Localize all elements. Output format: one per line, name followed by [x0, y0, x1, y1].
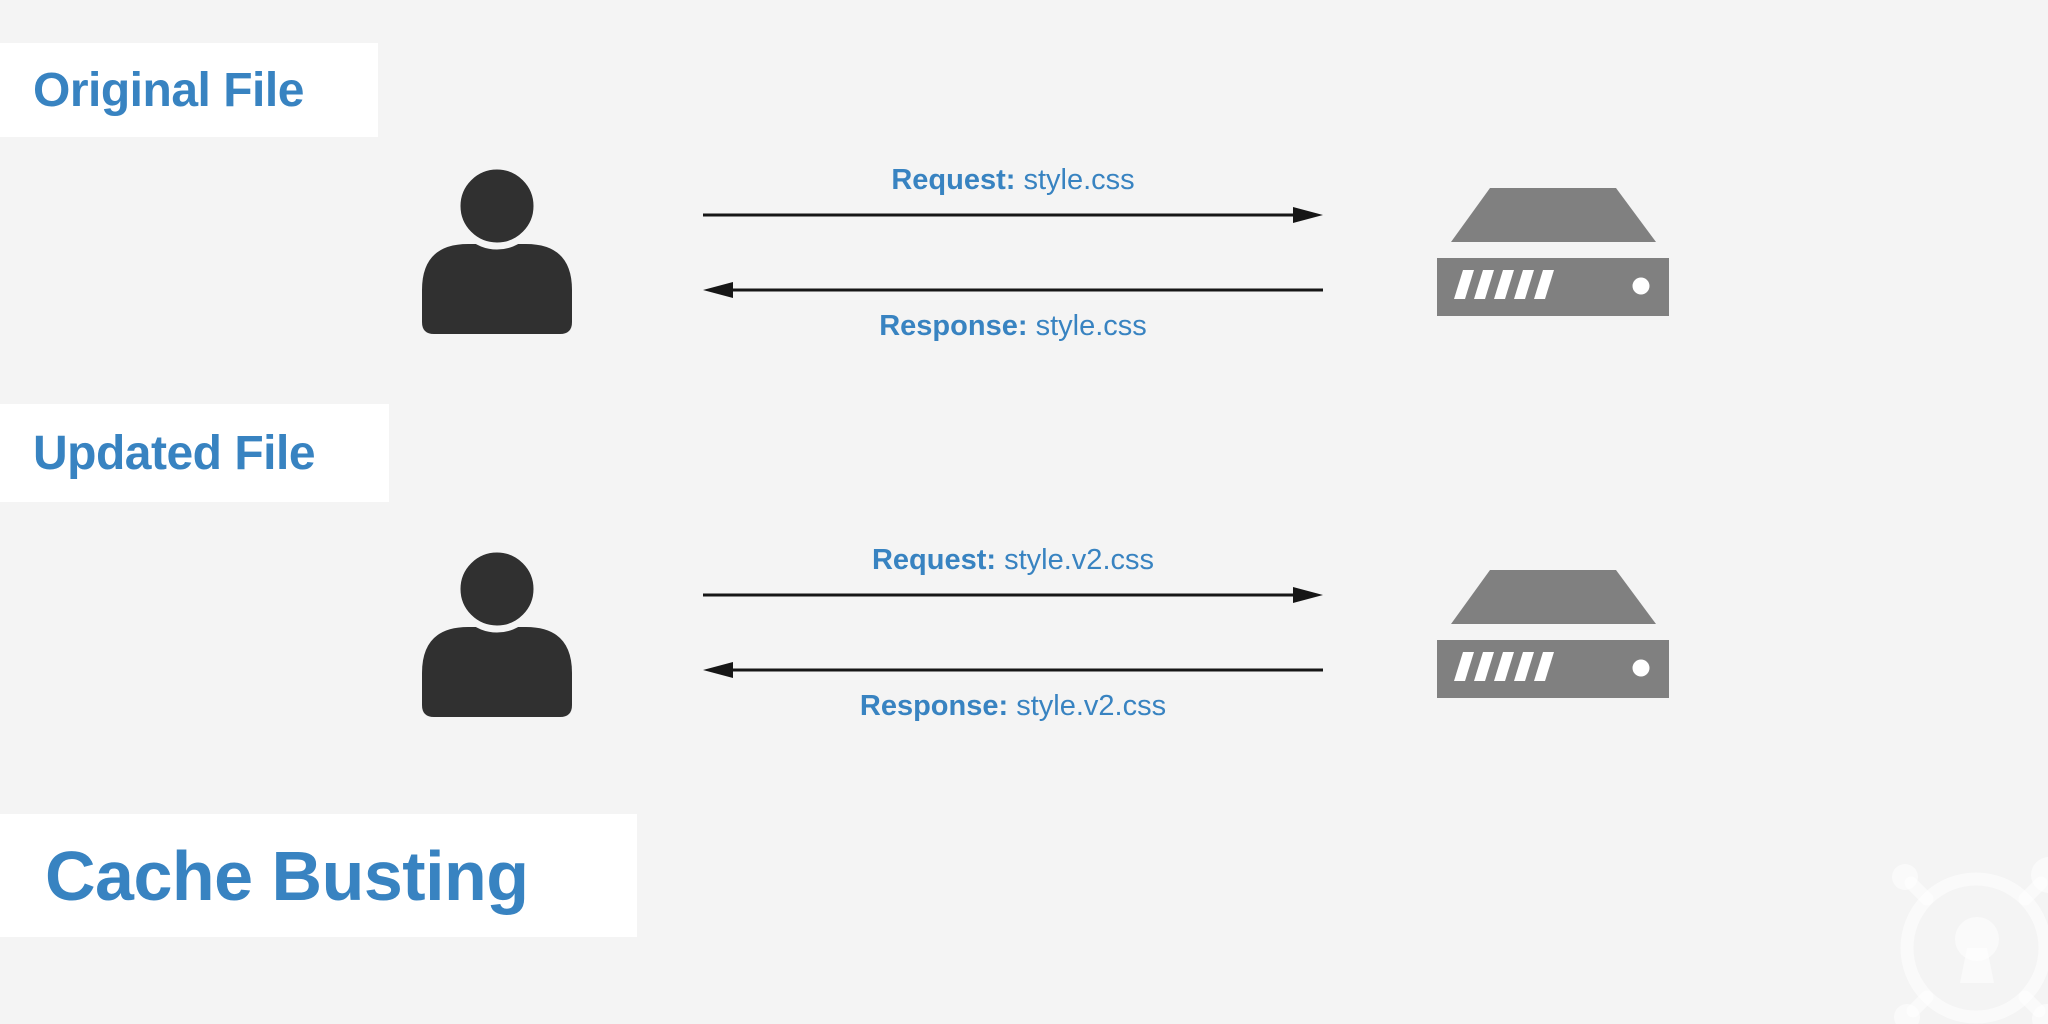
request-filename: style.v2.css — [1004, 543, 1154, 576]
arrow-left-icon — [703, 280, 1323, 300]
response-filename: style.css — [1035, 309, 1147, 342]
user-icon — [415, 543, 579, 721]
section-header-original-file: Original File — [0, 43, 378, 137]
arrow-right-icon — [703, 205, 1323, 225]
diagram-title: Cache Busting — [45, 836, 529, 915]
arrow-right-icon — [703, 585, 1323, 605]
response-filename: style.v2.css — [1016, 689, 1167, 722]
response-prefix: Response: — [879, 309, 1036, 342]
response-prefix: Response: — [859, 689, 1017, 722]
section-title: Updated File — [33, 426, 316, 480]
response-label: Response: style.css — [703, 304, 1323, 348]
request-label: Request: style.css — [703, 158, 1323, 202]
response-label: Response: style.v2.css — [703, 684, 1323, 728]
server-icon — [1437, 570, 1669, 698]
request-prefix: Request: — [871, 543, 1005, 576]
server-icon — [1437, 188, 1669, 316]
user-icon — [415, 160, 579, 338]
lock-bug-icon — [1830, 820, 2048, 1024]
request-prefix: Request: — [891, 163, 1024, 196]
arrow-left-icon — [703, 660, 1323, 680]
section-header-updated-file: Updated File — [0, 404, 389, 502]
diagram-title-box: Cache Busting — [0, 814, 637, 937]
section-title: Original File — [33, 63, 304, 117]
request-label: Request: style.v2.css — [703, 538, 1323, 582]
request-filename: style.css — [1023, 163, 1135, 196]
